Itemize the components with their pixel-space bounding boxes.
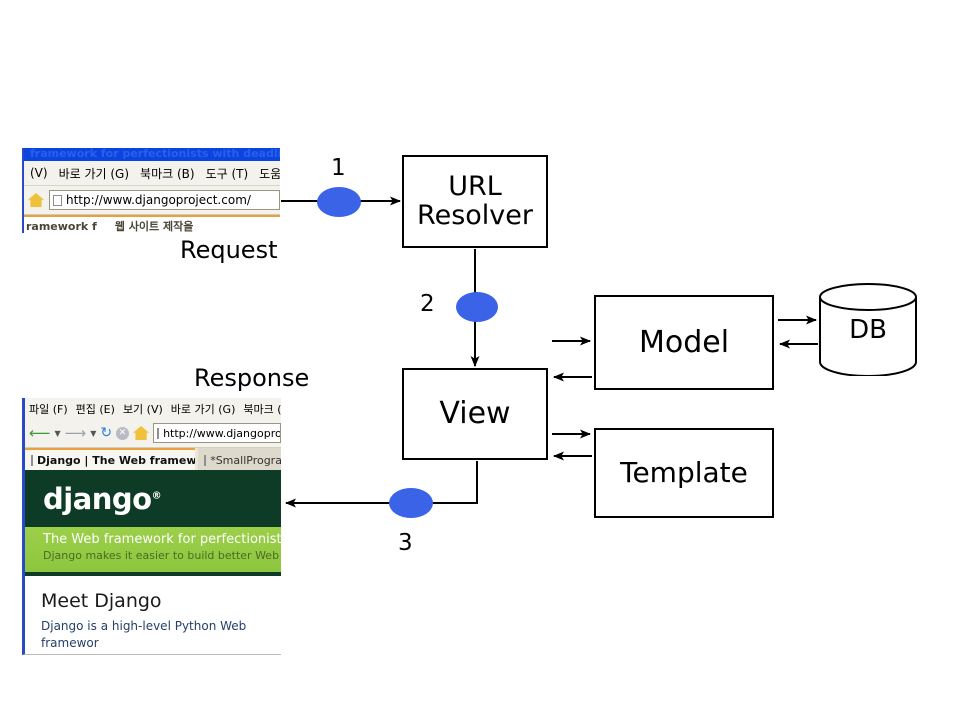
clipped-text-right: 웹 사이트 제작을 <box>114 220 194 233</box>
django-body-heading: Meet Django <box>41 590 162 612</box>
response-browser-navbar[interactable]: ⟵ ▼ ⟶ ▼ ↻ ✕ http://www.djangoproje <box>25 419 281 448</box>
db-cylinder: DB <box>818 283 918 377</box>
step-marker-1 <box>317 187 361 217</box>
request-browser-title-bar: framework for perfectionists with deadli <box>24 148 280 161</box>
menu-item-tools[interactable]: 도구 (T) <box>205 166 249 181</box>
home-icon[interactable] <box>28 193 44 207</box>
clipped-text-left: ramework f <box>26 219 97 233</box>
browser-tab-django[interactable]: Django | The Web framework f... <box>25 448 196 470</box>
template-label: Template <box>620 456 748 490</box>
django-site-header: django® <box>25 470 281 527</box>
arrow-view-to-response <box>285 461 478 508</box>
node-template[interactable]: Template <box>594 428 774 518</box>
django-body-line2: development and clean, pragmatic design. <box>41 653 281 655</box>
stop-icon[interactable]: ✕ <box>116 426 130 440</box>
page-icon <box>31 454 33 466</box>
page-icon <box>53 194 62 206</box>
step-number-2: 2 <box>420 291 435 317</box>
node-url-resolver[interactable]: URL Resolver <box>402 155 548 248</box>
request-browser-addressbar[interactable]: http://www.djangoproject.com/ <box>24 186 280 215</box>
menu-item-go[interactable]: 바로 가기 (G) <box>170 402 236 416</box>
menu-item-edit[interactable]: 편집 (E) <box>75 402 115 416</box>
db-label: DB <box>849 315 887 345</box>
forward-dropdown-icon[interactable]: ▼ <box>90 428 97 438</box>
request-label: Request <box>180 236 278 264</box>
model-label: Model <box>638 324 730 360</box>
django-subline: Django makes it easier to build better W… <box>43 549 281 562</box>
forward-arrow-icon[interactable]: ⟶ <box>64 423 87 442</box>
step-marker-3 <box>389 488 433 518</box>
page-icon <box>204 454 207 466</box>
response-browser-tabstrip[interactable]: Django | The Web framework f... *SmallPr… <box>25 448 281 470</box>
django-tagline-band: The Web framework for perfectionists wit… <box>25 527 281 572</box>
django-logo-text: django <box>43 481 152 516</box>
url-resolver-label-line1: URL <box>448 171 502 203</box>
django-logo[interactable]: django® <box>43 481 162 516</box>
response-address-value: http://www.djangoproje <box>163 426 281 440</box>
menu-item-view[interactable]: 보기 (V) <box>122 402 163 416</box>
reload-icon[interactable]: ↻ <box>100 425 113 441</box>
back-arrow-icon[interactable]: ⟵ <box>29 423 51 442</box>
step-marker-2 <box>456 292 498 322</box>
request-browser-menubar[interactable]: (V) 바로 가기 (G) 북마크 (B) 도구 (T) 도움말 <box>24 161 280 186</box>
menu-item-go[interactable]: 바로 가기 (G) <box>58 166 130 181</box>
django-header-rule <box>25 572 281 576</box>
menu-item-view[interactable]: (V) <box>30 166 48 180</box>
django-logo-mark: ® <box>151 489 162 501</box>
response-browser-screenshot[interactable]: 파일 (F) 편집 (E) 보기 (V) 바로 가기 (G) 북마크 (B) ⟵… <box>22 398 281 655</box>
node-view[interactable]: View <box>402 368 548 460</box>
django-tagline: The Web framework for perfectionists wit… <box>43 532 281 547</box>
request-address-value: http://www.djangoproject.com/ <box>66 193 251 207</box>
step-number-1: 1 <box>331 155 346 181</box>
response-label: Response <box>194 364 310 392</box>
menu-item-file[interactable]: 파일 (F) <box>29 402 68 416</box>
node-model[interactable]: Model <box>594 295 774 390</box>
django-page-body: Meet Django Django is a high-level Pytho… <box>25 576 281 655</box>
menu-item-help[interactable]: 도움말 <box>259 166 280 181</box>
request-address-input[interactable]: http://www.djangoproject.com/ <box>49 190 280 210</box>
browser-tab-smallprogram-label: *SmallProgram <box>210 453 281 467</box>
response-address-input[interactable]: http://www.djangoproje <box>153 423 281 443</box>
page-icon <box>157 427 160 439</box>
db-cylinder-shape <box>819 283 917 377</box>
browser-tab-django-label: Django | The Web framework f... <box>37 453 196 467</box>
response-browser-menubar[interactable]: 파일 (F) 편집 (E) 보기 (V) 바로 가기 (G) 북마크 (B) <box>25 398 281 419</box>
home-icon[interactable] <box>133 426 150 440</box>
menu-item-bookmark[interactable]: 북마크 (B) <box>243 402 281 416</box>
django-body-line1: Django is a high-level Python Web framew… <box>41 619 247 651</box>
browser-tab-smallprogram[interactable]: *SmallProgram <box>198 448 281 470</box>
back-dropdown-icon[interactable]: ▼ <box>54 428 61 438</box>
menu-item-bookmark[interactable]: 북마크 (B) <box>140 166 195 181</box>
request-browser-screenshot[interactable]: framework for perfectionists with deadli… <box>22 148 280 233</box>
step-number-3: 3 <box>398 530 413 556</box>
view-label: View <box>439 396 511 432</box>
request-browser-clipped-content: ramework f 웹 사이트 제작을 <box>24 215 280 233</box>
url-resolver-label-line2: Resolver <box>417 199 533 231</box>
